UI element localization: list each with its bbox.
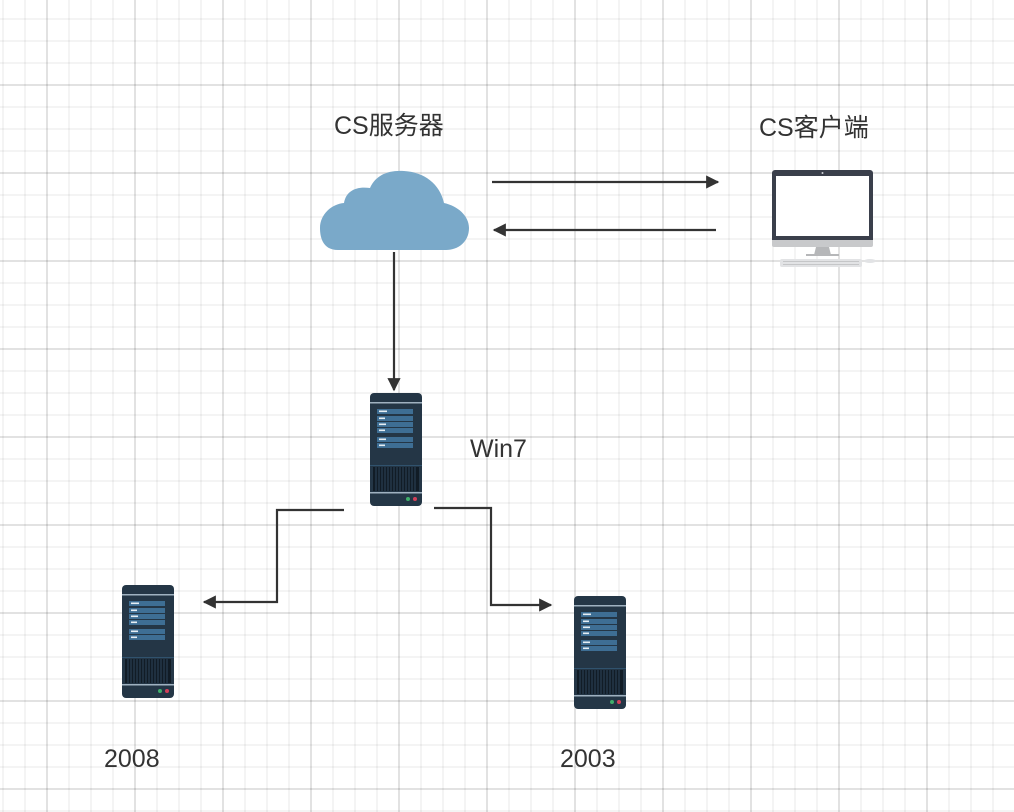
server-tower-icon: [121, 584, 175, 699]
cloud-icon: [320, 170, 469, 250]
win7-node[interactable]: [369, 392, 423, 507]
edge-win7-to-2003: [434, 506, 553, 612]
server-tower-icon: [573, 595, 627, 710]
desktop-computer-icon: [772, 170, 876, 267]
cs-client-node[interactable]: [772, 170, 876, 267]
server-tower-icon: [369, 392, 423, 507]
cs-server-label: CS服务器: [334, 112, 444, 140]
win7-label: Win7: [470, 435, 527, 463]
cs-server-node[interactable]: [320, 170, 469, 250]
host-2008-node[interactable]: [121, 584, 175, 699]
cs-client-label: CS客户端: [759, 114, 869, 142]
edge-win7-to-2008: [202, 508, 344, 609]
host-2003-label: 2003: [560, 745, 616, 773]
host-2008-label: 2008: [104, 745, 160, 773]
host-2003-node[interactable]: [573, 595, 627, 710]
